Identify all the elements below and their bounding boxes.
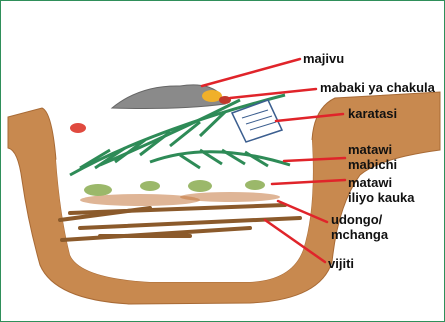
label-paper: karatasi: [348, 107, 397, 121]
label-green-branches-line1: matawi: [348, 143, 392, 157]
label-food-scraps: mabaki ya chakula: [320, 81, 435, 95]
label-soil-line2: mchanga: [331, 228, 388, 242]
label-dry-branches-line2: iliyo kauka: [348, 191, 414, 205]
leader-ash: [202, 59, 300, 86]
label-green-branches-line2: mabichi: [348, 158, 397, 172]
label-sticks: vijiti: [328, 257, 354, 271]
label-soil-line1: udongo/: [331, 213, 382, 227]
label-ash: majivu: [303, 52, 344, 66]
label-dry-branches-line1: matawi: [348, 176, 392, 190]
